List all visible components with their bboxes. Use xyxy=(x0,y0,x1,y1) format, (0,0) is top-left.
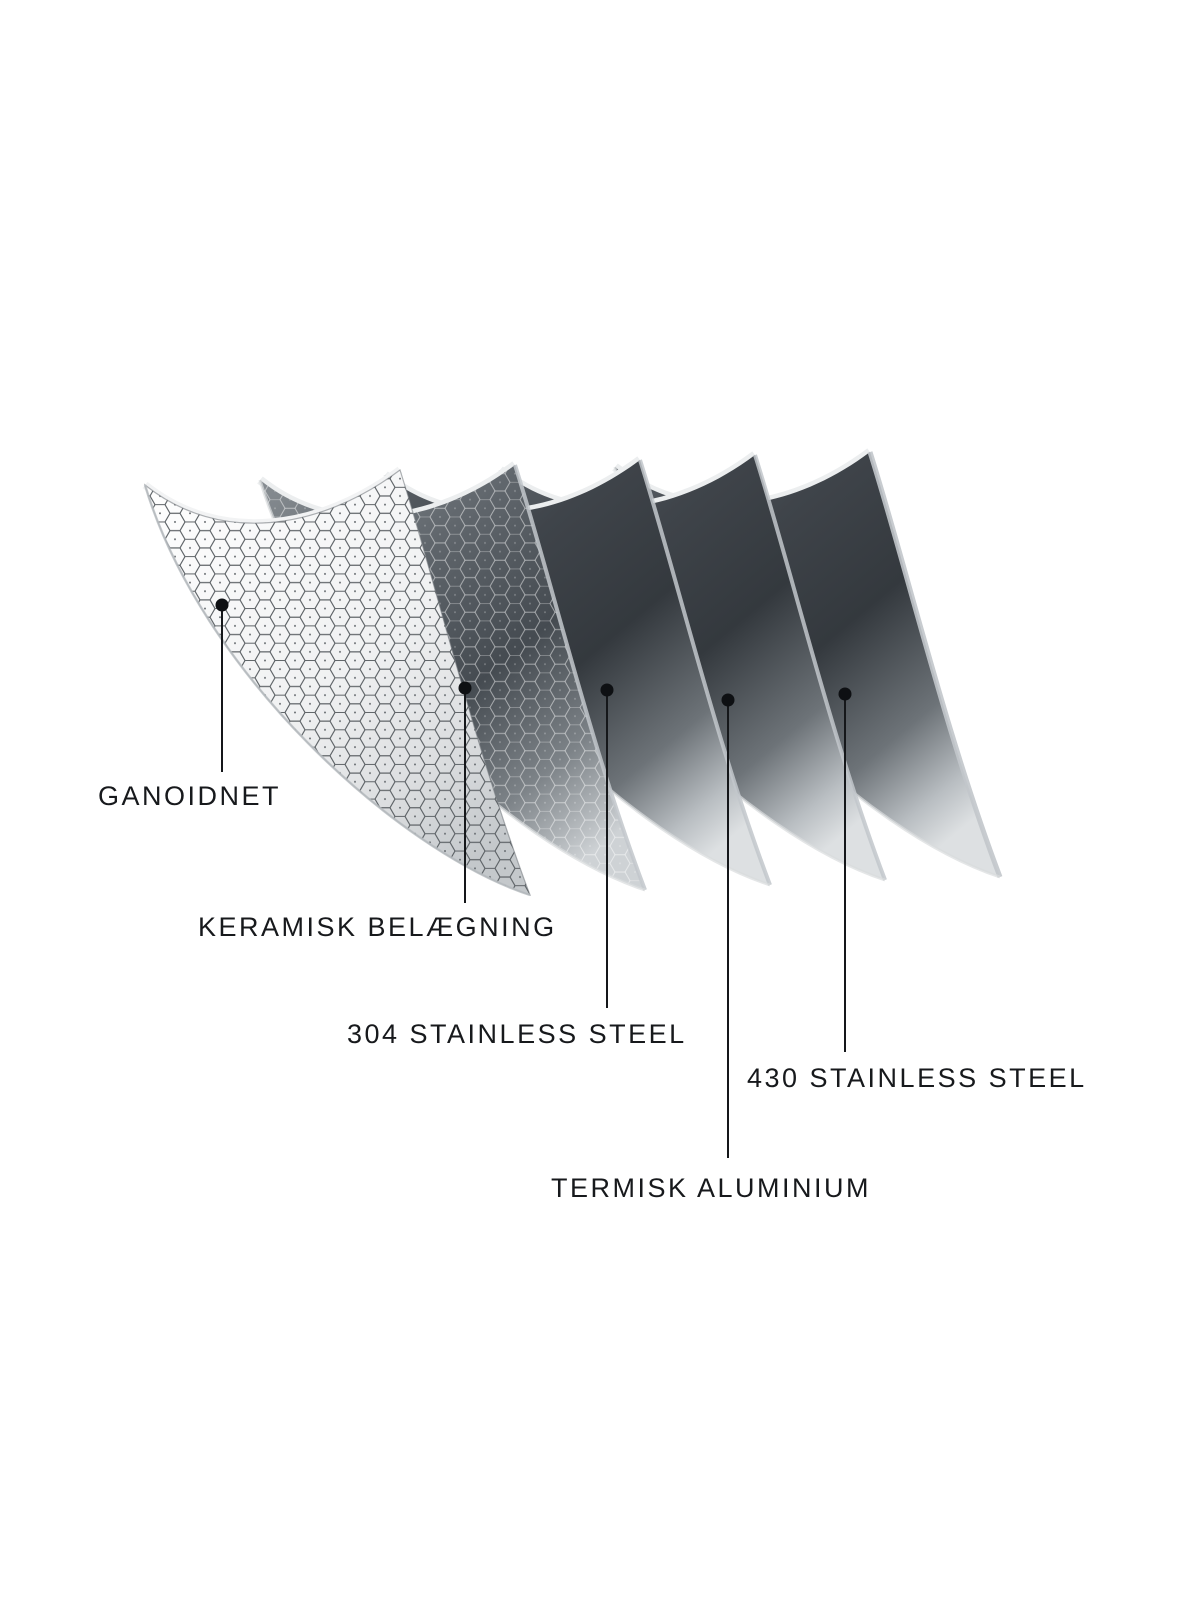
leader-dot-304-stainless-steel xyxy=(600,683,614,697)
leader-dot-430-stainless-steel xyxy=(838,687,852,701)
layer-label-ganoidnet: GANOIDNET xyxy=(98,781,282,811)
leader-dot-ganoidnet xyxy=(215,598,229,612)
layer-label-304-stainless-steel: 304 STAINLESS STEEL xyxy=(347,1019,687,1049)
leader-lines xyxy=(221,605,846,1158)
layer-label-430-stainless-steel: 430 STAINLESS STEEL xyxy=(747,1063,1087,1093)
leader-dot-termisk-aluminium xyxy=(721,693,735,707)
layer-label-keramisk-belaegning: KERAMISK BELÆGNING xyxy=(198,912,557,942)
leader-dots xyxy=(215,598,852,707)
leader-dot-keramisk-belaegning xyxy=(458,681,472,695)
layer-label-termisk-aluminium: TERMISK ALUMINIUM xyxy=(551,1173,872,1203)
